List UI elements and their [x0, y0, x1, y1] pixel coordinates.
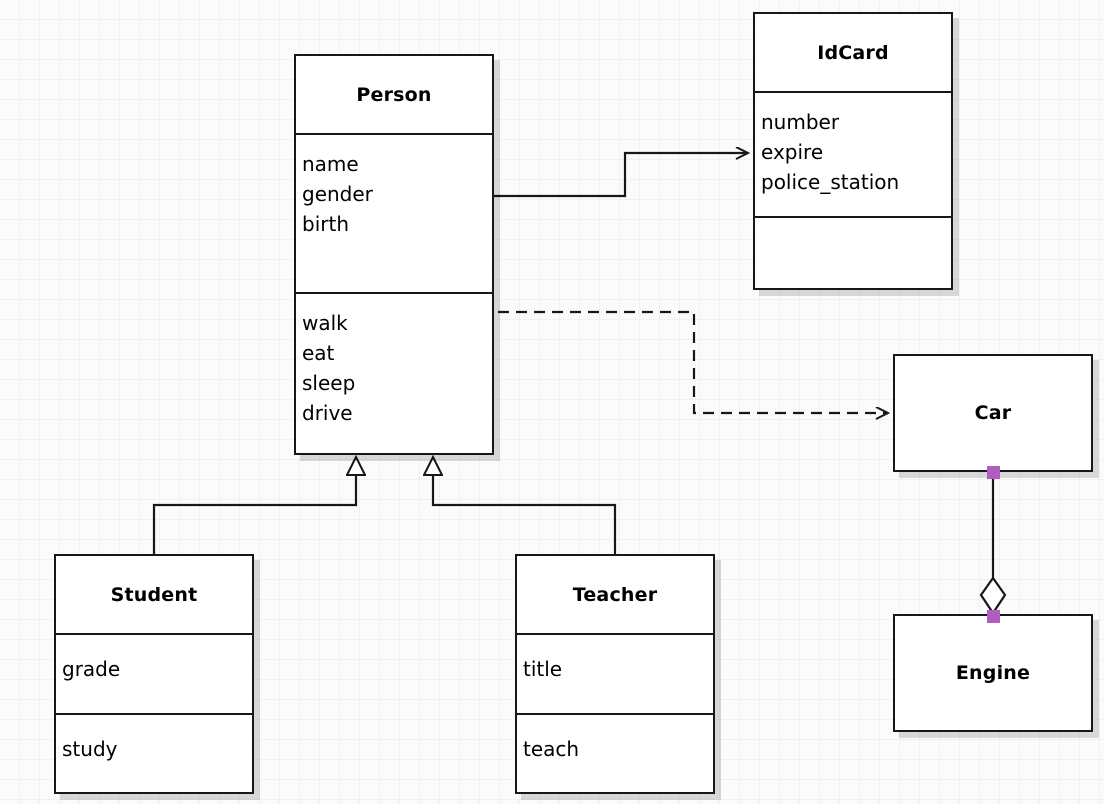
class-idcard-operations	[755, 216, 951, 288]
edge-car-engine[interactable]	[979, 472, 1007, 615]
attribute: number	[761, 110, 840, 134]
class-idcard-attributes: number expire police_station	[755, 91, 951, 216]
operation: study	[62, 737, 118, 761]
class-person-title: Person	[296, 56, 492, 133]
class-teacher-attributes: title	[517, 633, 713, 713]
class-name: IdCard	[817, 41, 889, 64]
class-person[interactable]: Person name gender birth walk eat sleep …	[294, 54, 494, 455]
class-idcard-title: IdCard	[755, 14, 951, 91]
class-teacher-operations: teach	[517, 713, 713, 792]
operation: drive	[302, 401, 353, 425]
class-student-attributes: grade	[56, 633, 252, 713]
operation: eat	[302, 341, 335, 365]
operation: sleep	[302, 371, 356, 395]
class-car[interactable]: Car	[893, 354, 1093, 472]
class-teacher-title: Teacher	[517, 556, 713, 633]
class-name: Person	[356, 83, 432, 106]
class-engine-title: Engine	[895, 616, 1091, 730]
attribute: gender	[302, 182, 373, 206]
edge-handle-engine-end[interactable]	[987, 610, 1000, 623]
attribute: title	[523, 657, 563, 681]
attribute: grade	[62, 657, 121, 681]
attribute: birth	[302, 212, 349, 236]
edge-person-idcard[interactable]	[494, 153, 748, 198]
class-name: Teacher	[572, 583, 658, 606]
class-student-title: Student	[56, 556, 252, 633]
class-name: Engine	[955, 662, 1031, 684]
operation: walk	[302, 311, 348, 335]
class-student[interactable]: Student grade study	[54, 554, 254, 794]
class-student-operations: study	[56, 713, 252, 792]
edge-student-person[interactable]	[152, 475, 356, 556]
class-name: Car	[974, 402, 1012, 424]
attribute: expire	[761, 140, 824, 164]
class-engine[interactable]: Engine	[893, 614, 1093, 732]
class-person-operations: walk eat sleep drive	[296, 292, 492, 453]
edge-person-car[interactable]	[498, 310, 888, 413]
class-idcard[interactable]: IdCard number expire police_station	[753, 12, 953, 290]
operation: teach	[523, 737, 580, 761]
edge-handle-car-end[interactable]	[987, 466, 1000, 479]
class-teacher[interactable]: Teacher title teach	[515, 554, 715, 794]
class-car-title: Car	[895, 356, 1091, 470]
class-person-attributes: name gender birth	[296, 133, 492, 292]
attribute: police_station	[761, 170, 900, 194]
attribute: name	[302, 152, 359, 176]
class-name: Student	[110, 583, 198, 606]
edge-teacher-person[interactable]	[433, 475, 617, 556]
